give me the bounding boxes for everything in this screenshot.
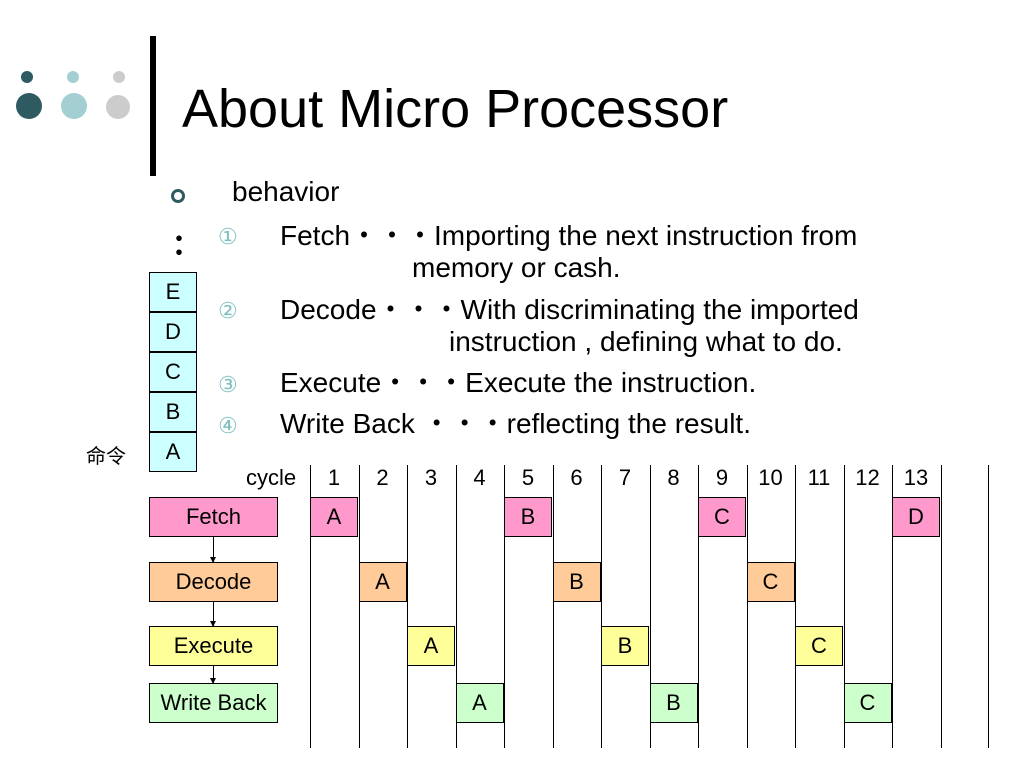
cycle-number: 5	[521, 465, 535, 490]
step-number: ③	[218, 372, 238, 397]
step-text-continued: memory or cash.	[412, 252, 621, 283]
cycle-number: 13	[903, 465, 929, 490]
cycle-gridline	[649, 465, 651, 748]
page-title: About Micro Processor	[182, 79, 729, 139]
step-number: ②	[218, 298, 238, 323]
cycle-label: cycle	[246, 465, 297, 490]
cycle-gridline	[601, 465, 602, 748]
queue-item: C	[149, 352, 197, 392]
queue-item: D	[149, 312, 197, 352]
cycle-number: 12	[855, 465, 880, 490]
cycle-gridline	[358, 465, 360, 748]
pipeline-cell: C	[843, 683, 892, 723]
title-divider	[150, 36, 156, 176]
pipeline-cell: B	[649, 683, 698, 723]
stage-execute: Execute	[149, 626, 278, 666]
cycle-number: 8	[667, 465, 680, 490]
pipeline-cell: B	[552, 562, 601, 602]
cycle-number: 11	[807, 465, 831, 490]
pipeline-cell: A	[455, 683, 504, 723]
cycle-number: 2	[376, 465, 389, 490]
cycle-gridline	[795, 465, 796, 748]
queue-item: A	[149, 432, 197, 472]
pipeline-cell: C	[698, 497, 746, 537]
pipeline-cell: B	[601, 626, 649, 666]
pipeline-cell: A	[310, 497, 358, 537]
pipeline-cell: B	[504, 497, 552, 537]
queue-item: E	[149, 272, 197, 312]
step-text-continued: instruction , defining what to do.	[449, 326, 843, 357]
step-text: Execute・・・Execute the instruction.	[280, 367, 757, 398]
pipeline-cell: C	[746, 562, 795, 602]
step-number: ①	[218, 224, 238, 249]
decor-dot-small-mid	[67, 71, 79, 83]
cycle-number: 10	[758, 465, 783, 490]
cycle-gridline	[552, 465, 554, 748]
cycle-number: 3	[424, 465, 438, 490]
cycle-number: 7	[618, 465, 632, 490]
cycle-gridline	[940, 465, 942, 748]
bullet-icon	[171, 189, 185, 203]
step-text: Fetch・・・Importing the next instruction f…	[280, 220, 858, 251]
cycle-gridline	[843, 465, 845, 748]
cycle-gridline	[698, 465, 699, 748]
cycle-number: 1	[327, 465, 341, 490]
cycle-number: 4	[473, 465, 486, 490]
cycle-gridline	[504, 465, 505, 748]
cycle-number: 6	[570, 465, 583, 490]
decor-dot-small-light	[113, 71, 125, 83]
decor-dot-small-dark	[21, 71, 33, 83]
stage-decode: Decode	[149, 562, 278, 602]
pipeline-cell: D	[892, 497, 940, 537]
pipeline-cell: A	[358, 562, 407, 602]
cycle-gridline	[892, 465, 893, 748]
cycle-gridline	[455, 465, 457, 748]
decor-dot-large-mid	[61, 93, 87, 119]
cycle-gridline	[746, 465, 748, 748]
step-number: ④	[218, 413, 238, 438]
cycle-gridline	[310, 465, 311, 748]
cycle-number: 9	[715, 465, 729, 490]
decor-dot-large-dark	[16, 93, 42, 119]
queue-label: 命令	[86, 446, 126, 468]
stage-arrow	[210, 537, 216, 563]
pipeline-cell: C	[795, 626, 843, 666]
stage-arrow	[210, 666, 216, 684]
decor-dot-large-light	[106, 95, 130, 119]
queue-item: B	[149, 392, 197, 432]
step-text: Decode・・・With discriminating the importe…	[280, 294, 859, 325]
stage-arrow	[210, 602, 216, 627]
stage-fetch: Fetch	[149, 497, 278, 537]
stage-write-back: Write Back	[149, 683, 278, 723]
cycle-gridline	[988, 465, 989, 748]
section-heading: behavior	[232, 176, 340, 207]
step-text: Write Back ・・・reflecting the result.	[280, 408, 751, 439]
pipeline-cell: A	[407, 626, 455, 666]
queue-ellipsis: ・・	[166, 224, 193, 268]
cycle-gridline	[407, 465, 408, 748]
